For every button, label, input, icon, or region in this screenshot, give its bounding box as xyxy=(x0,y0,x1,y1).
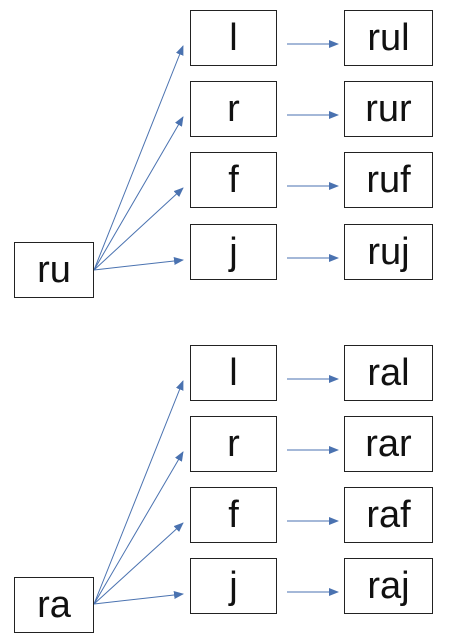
middle-box-l: l xyxy=(190,10,277,66)
result-label: rur xyxy=(365,88,412,130)
middle-label: r xyxy=(227,88,240,130)
root-box-ra: ra xyxy=(14,577,94,633)
result-box-rul: rul xyxy=(344,10,433,66)
result-label: ruj xyxy=(367,231,410,273)
result-label: ral xyxy=(367,352,410,394)
result-box-ruf: ruf xyxy=(344,152,433,208)
branch-arrow xyxy=(93,522,184,605)
root-box-ru: ru xyxy=(14,242,94,298)
result-box-raj: raj xyxy=(344,558,433,614)
root-label: ra xyxy=(37,584,71,626)
middle-label: f xyxy=(228,494,239,536)
middle-label: f xyxy=(228,159,239,201)
middle-box-f: f xyxy=(190,152,277,208)
middle-label: l xyxy=(229,352,238,394)
branch-arrow xyxy=(93,380,184,605)
result-box-raf: raf xyxy=(344,487,433,543)
middle-box-r: r xyxy=(190,416,277,472)
middle-label: l xyxy=(229,17,238,59)
result-box-ruj: ruj xyxy=(344,224,433,280)
result-label: ruf xyxy=(366,159,411,201)
result-box-rur: rur xyxy=(344,81,433,137)
branch-arrow xyxy=(93,116,184,271)
middle-box-j: j xyxy=(190,224,277,280)
result-box-rar: rar xyxy=(344,416,433,472)
middle-label: j xyxy=(229,231,238,273)
middle-box-f: f xyxy=(190,487,277,543)
result-box-ral: ral xyxy=(344,345,433,401)
middle-box-j: j xyxy=(190,558,277,614)
middle-label: r xyxy=(227,423,240,465)
result-label: rar xyxy=(365,423,412,465)
middle-box-r: r xyxy=(190,81,277,137)
result-label: rul xyxy=(367,17,410,59)
branch-arrow xyxy=(93,451,184,605)
middle-label: j xyxy=(229,565,238,607)
result-label: raj xyxy=(367,565,410,607)
middle-box-l: l xyxy=(190,345,277,401)
branch-arrow xyxy=(93,187,184,271)
branch-arrow xyxy=(93,45,184,271)
branch-arrow xyxy=(93,591,184,605)
result-label: raf xyxy=(366,494,411,536)
root-label: ru xyxy=(37,249,71,291)
branch-arrow xyxy=(93,257,184,271)
